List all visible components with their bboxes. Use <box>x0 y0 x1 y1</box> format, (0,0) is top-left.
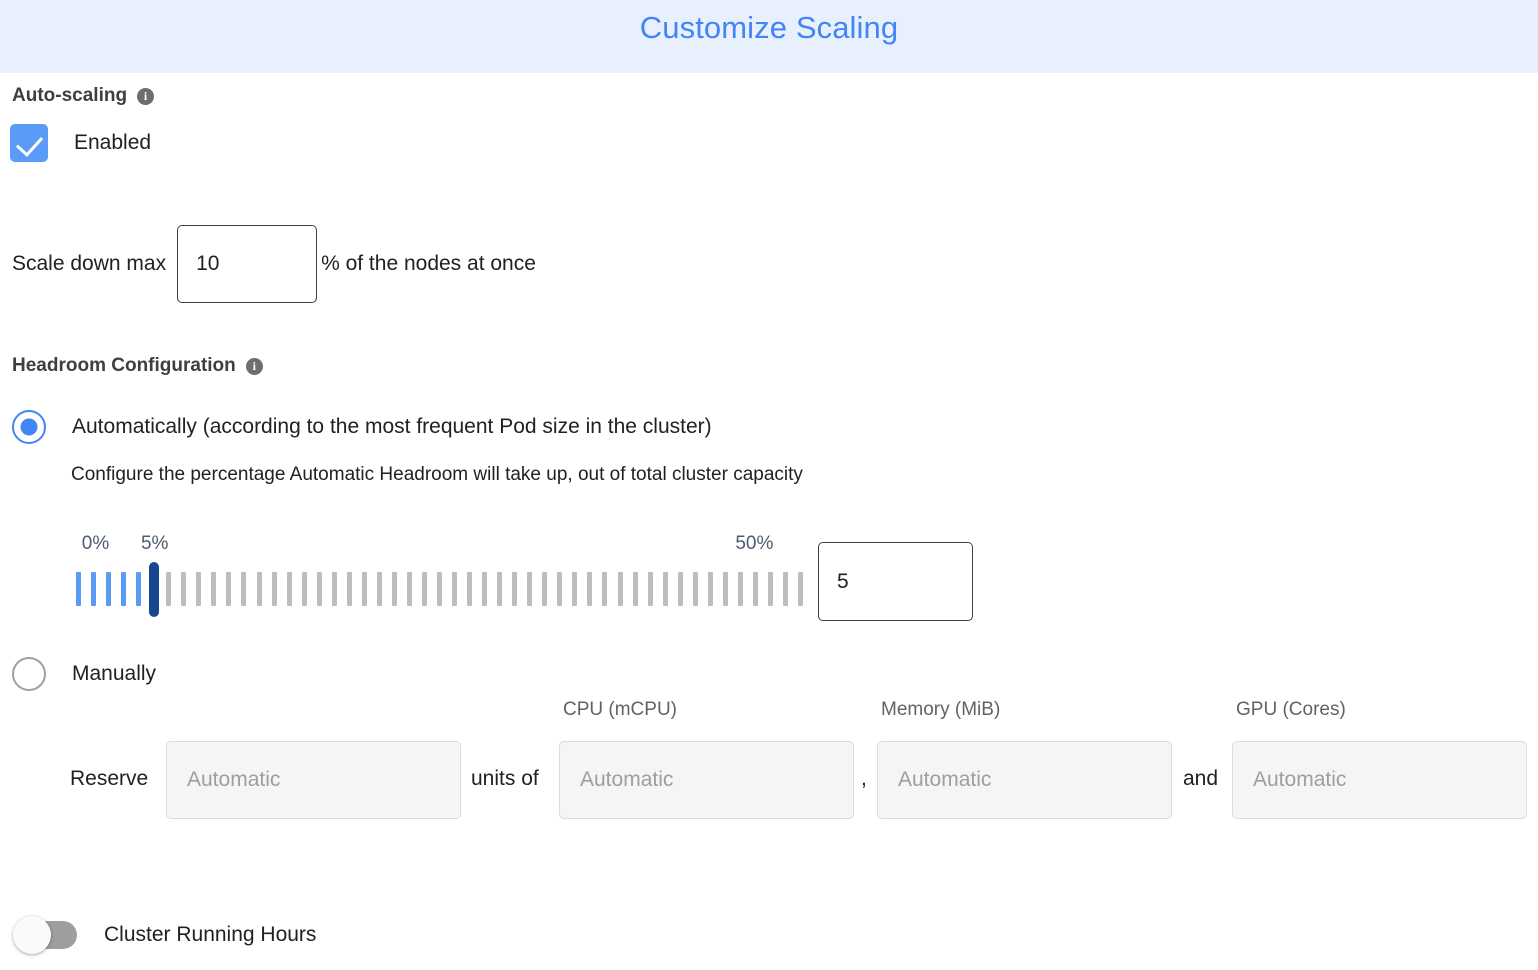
slider-tick[interactable] <box>226 572 232 606</box>
slider-tick[interactable] <box>767 572 773 606</box>
slider-tick[interactable] <box>798 572 803 606</box>
scale-down-max-suffix: % of the nodes at once <box>321 252 536 275</box>
slider-tick[interactable] <box>106 572 112 606</box>
slider-tick-labels: 0% 5% 50% <box>0 533 1538 559</box>
slider-tick[interactable] <box>497 572 503 606</box>
slider-tick[interactable] <box>542 572 548 606</box>
page-header: Customize Scaling <box>0 0 1538 73</box>
slider-tick[interactable] <box>391 572 397 606</box>
headroom-configuration-label-text: Headroom Configuration <box>12 355 236 376</box>
slider-tick[interactable] <box>316 572 322 606</box>
slider-tick[interactable] <box>677 572 683 606</box>
slider-tick[interactable] <box>752 572 758 606</box>
slider-tick[interactable] <box>737 572 743 606</box>
slider-thumb[interactable] <box>148 562 159 617</box>
reserve-label: Reserve <box>70 767 149 790</box>
reserve-units-input[interactable] <box>166 741 461 819</box>
slider-tick[interactable] <box>467 572 473 606</box>
info-icon[interactable]: i <box>137 87 155 105</box>
slider-tick[interactable] <box>722 572 728 606</box>
slider-current-label: 5% <box>140 533 169 554</box>
slider-tick[interactable] <box>452 572 458 606</box>
slider-tick[interactable] <box>782 572 788 606</box>
cluster-running-hours-toggle[interactable] <box>13 916 77 954</box>
cluster-running-hours-label: Cluster Running Hours <box>104 923 317 946</box>
slider-tick[interactable] <box>572 572 578 606</box>
info-icon[interactable]: i <box>245 357 263 375</box>
slider-min-label: 0% <box>81 533 110 554</box>
slider-max-label: 50% <box>735 533 774 554</box>
cpu-field-header: CPU (mCPU) <box>563 699 677 720</box>
slider-tick[interactable] <box>361 572 367 606</box>
auto-scaling-enabled-label: Enabled <box>74 131 152 154</box>
auto-scaling-enabled-checkbox[interactable] <box>10 124 48 162</box>
slider-tick[interactable] <box>271 572 277 606</box>
slider-tick[interactable] <box>587 572 593 606</box>
cluster-running-hours-row[interactable]: Cluster Running Hours <box>13 916 317 954</box>
slider-tick[interactable] <box>136 572 142 606</box>
slider-tick[interactable] <box>632 572 638 606</box>
slider-tick[interactable] <box>286 572 292 606</box>
slider-tick[interactable] <box>256 572 262 606</box>
headroom-configuration-section-label: Headroom Configuration i <box>12 355 263 377</box>
headroom-automatic-option[interactable]: Automatically (according to the most fre… <box>12 410 712 444</box>
slider-tick[interactable] <box>617 572 623 606</box>
slider-tick[interactable] <box>662 572 668 606</box>
slider-tick[interactable] <box>557 572 563 606</box>
slider-tick[interactable] <box>421 572 427 606</box>
headroom-manual-radio[interactable] <box>12 657 46 691</box>
slider-tick[interactable] <box>196 572 202 606</box>
units-of-label: units of <box>471 767 539 790</box>
slider-track[interactable] <box>76 562 803 617</box>
slider-tick[interactable] <box>707 572 713 606</box>
slider-tick[interactable] <box>376 572 382 606</box>
scale-down-max-input[interactable] <box>177 225 318 303</box>
manual-reserve-row: Reserve units of , and <box>0 741 1538 821</box>
headroom-automatic-radio[interactable] <box>12 410 46 444</box>
slider-tick[interactable] <box>166 572 172 606</box>
toggle-knob <box>13 916 51 954</box>
slider-tick[interactable] <box>512 572 518 606</box>
memory-field-header: Memory (MiB) <box>881 699 1001 720</box>
slider-tick[interactable] <box>211 572 217 606</box>
reserve-cpu-input[interactable] <box>559 741 854 819</box>
slider-tick[interactable] <box>437 572 442 606</box>
gpu-field-header: GPU (Cores) <box>1236 699 1346 720</box>
slider-tick[interactable] <box>241 572 247 606</box>
and-label: and <box>1183 767 1219 790</box>
reserve-gpu-input[interactable] <box>1232 741 1527 819</box>
slider-tick[interactable] <box>647 572 653 606</box>
slider-tick[interactable] <box>331 572 337 606</box>
auto-scaling-label-text: Auto-scaling <box>12 85 128 106</box>
headroom-helper-text: Configure the percentage Automatic Headr… <box>71 464 803 485</box>
slider-tick[interactable] <box>346 572 352 606</box>
scale-down-max-label: Scale down max <box>12 252 167 275</box>
slider-tick[interactable] <box>482 572 488 606</box>
slider-tick[interactable] <box>692 572 698 606</box>
slider-tick[interactable] <box>76 572 81 606</box>
comma-separator: , <box>861 767 867 790</box>
auto-scaling-section-label: Auto-scaling i <box>12 85 155 107</box>
page-title: Customize Scaling <box>639 10 899 45</box>
slider-tick[interactable] <box>181 572 187 606</box>
auto-scaling-enabled-row[interactable]: Enabled <box>10 124 151 162</box>
headroom-percentage-input[interactable] <box>818 542 973 621</box>
slider-tick[interactable] <box>527 572 533 606</box>
headroom-manual-option[interactable]: Manually <box>12 657 156 691</box>
headroom-percentage-slider[interactable]: 0% 5% 50% <box>0 533 1538 643</box>
scale-down-max-row: Scale down max % of the nodes at once <box>12 225 536 303</box>
headroom-automatic-label: Automatically (according to the most fre… <box>72 415 712 438</box>
headroom-manual-label: Manually <box>72 662 157 685</box>
slider-tick[interactable] <box>602 572 608 606</box>
slider-tick[interactable] <box>406 572 412 606</box>
slider-tick[interactable] <box>91 572 97 606</box>
reserve-memory-input[interactable] <box>877 741 1172 819</box>
slider-tick[interactable] <box>121 572 127 606</box>
slider-tick[interactable] <box>301 572 307 606</box>
